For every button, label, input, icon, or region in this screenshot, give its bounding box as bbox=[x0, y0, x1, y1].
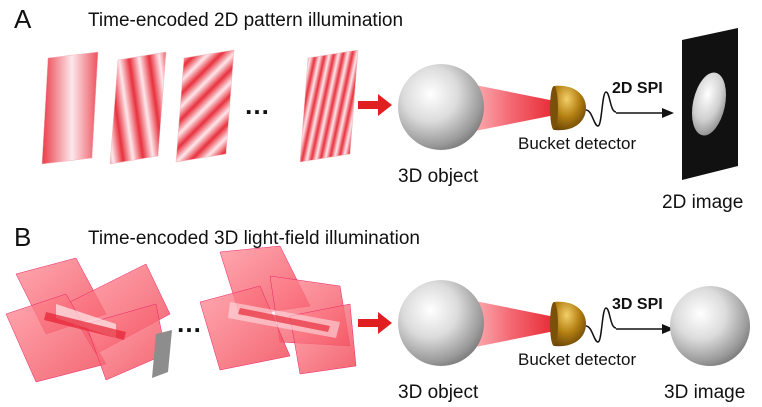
red-arrow-a bbox=[358, 94, 392, 116]
object-label-a: 3D object bbox=[398, 166, 479, 187]
object-sphere-a bbox=[398, 64, 484, 150]
pattern-ellipsis-b: … bbox=[176, 308, 203, 338]
image-screen-2d bbox=[682, 28, 738, 180]
object-label-b: 3D object bbox=[398, 382, 479, 403]
panel-b-title: Time-encoded 3D light-field illumination bbox=[88, 228, 420, 249]
panel-b-letter: B bbox=[14, 222, 32, 252]
pattern-ellipsis-a: … bbox=[244, 90, 271, 120]
pattern-4 bbox=[299, 49, 359, 163]
panel-a-title: Time-encoded 2D pattern illumination bbox=[88, 10, 404, 31]
process-arrow-a bbox=[616, 108, 674, 118]
process-arrow-b bbox=[616, 324, 674, 334]
pattern-2 bbox=[109, 51, 167, 165]
method-label-a: 2D SPI bbox=[612, 80, 663, 97]
panel-a-letter: A bbox=[14, 4, 32, 34]
detector-label-b: Bucket detector bbox=[518, 350, 637, 369]
pattern-1 bbox=[41, 51, 99, 165]
method-label-b: 3D SPI bbox=[612, 296, 663, 313]
red-arrow-b bbox=[358, 312, 392, 334]
result-sphere-3d bbox=[670, 286, 750, 366]
result-label-a: 2D image bbox=[662, 192, 744, 213]
bucket-detector-icon-a bbox=[550, 85, 617, 131]
bucket-detector-icon-b bbox=[550, 301, 617, 347]
object-sphere-b bbox=[398, 280, 484, 366]
pattern-3 bbox=[175, 49, 235, 163]
light-field-2 bbox=[199, 245, 357, 375]
result-label-b: 3D image bbox=[664, 382, 746, 403]
detector-label-a: Bucket detector bbox=[518, 134, 637, 153]
light-field-1 bbox=[5, 257, 172, 383]
